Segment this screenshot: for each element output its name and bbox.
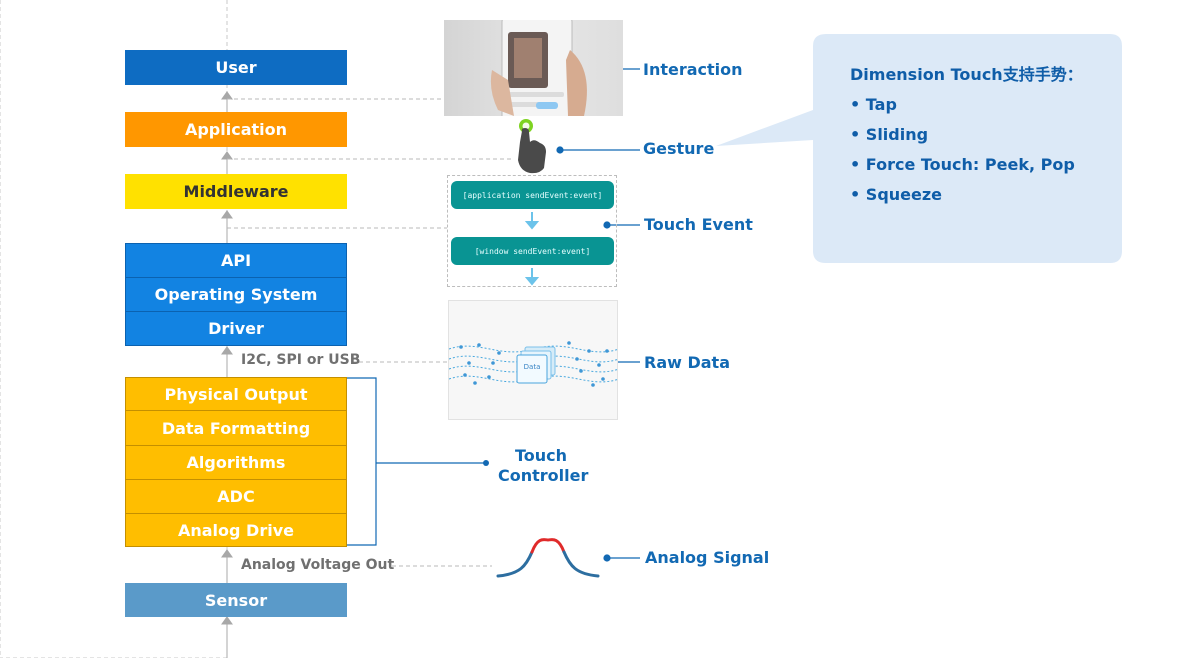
- callout-item-tap: Tap: [850, 90, 1083, 120]
- raw-data-label: Raw Data: [644, 353, 730, 372]
- stack-arrows: [221, 91, 233, 658]
- window-send-event-box: [window sendEvent:event]: [451, 237, 614, 265]
- callout-item-squeeze: Squeeze: [850, 180, 1083, 210]
- analog-voltage-out-label: Analog Voltage Out: [241, 557, 395, 573]
- raw-data-chip-label: Data: [523, 363, 541, 371]
- api-layer-label: API: [220, 251, 252, 270]
- analog-signal-curve: [496, 538, 600, 578]
- interaction-label: Interaction: [643, 60, 743, 79]
- operating-system-layer: Operating System: [125, 277, 347, 312]
- analog-drive-layer: Analog Drive: [125, 513, 347, 547]
- dashed-connectors: [227, 98, 514, 567]
- finger-touch-icon: [518, 119, 546, 174]
- operating-system-layer-label: Operating System: [154, 285, 318, 304]
- gesture-callout: Dimension Touch支持手势： Tap Sliding Force T…: [850, 60, 1083, 210]
- i2c-spi-usb-label: I2C, SPI or USB: [241, 352, 361, 368]
- data-formatting-layer-label: Data Formatting: [161, 418, 311, 438]
- algorithms-layer-label: Algorithms: [186, 453, 286, 472]
- touch-controller-label: Touch Controller: [498, 446, 589, 486]
- callout-list: Tap Sliding Force Touch: Peek, Pop Squee…: [850, 90, 1083, 210]
- api-layer: API: [125, 243, 347, 278]
- phone-illustration: [490, 20, 587, 116]
- phone-interaction-photo: [444, 20, 623, 116]
- touch-event-label: Touch Event: [644, 215, 753, 234]
- sensor-layer-label: Sensor: [204, 590, 268, 610]
- callout-title: Dimension Touch支持手势：: [850, 65, 1083, 84]
- callout-item-sliding: Sliding: [850, 120, 1083, 150]
- touch-controller-label-line2: Controller: [498, 466, 589, 485]
- physical-output-layer: Physical Output: [125, 377, 347, 411]
- application-send-event-box: [application sendEvent:event]: [451, 181, 614, 209]
- touch-controller-bracket: [347, 377, 377, 546]
- touch-event-frame: [447, 175, 617, 287]
- touch-event-arrows: [524, 212, 540, 286]
- user-layer: User: [125, 50, 347, 85]
- user-layer-label: User: [215, 58, 257, 77]
- raw-data-wave-illustration: [448, 341, 620, 387]
- driver-layer: Driver: [125, 311, 347, 346]
- middleware-layer-label: Middleware: [183, 182, 289, 201]
- algorithms-layer: Algorithms: [125, 445, 347, 480]
- callout-item-force-touch: Force Touch: Peek, Pop: [850, 150, 1083, 180]
- touch-controller-label-line1: Touch: [514, 446, 568, 465]
- sensor-layer: Sensor: [125, 583, 347, 617]
- analog-signal-label: Analog Signal: [645, 548, 770, 567]
- raw-data-card: Data: [448, 300, 620, 420]
- adc-layer-label: ADC: [217, 487, 255, 506]
- physical-output-layer-label: Physical Output: [164, 384, 308, 404]
- application-layer-label: Application: [184, 120, 288, 139]
- driver-layer-label: Driver: [208, 319, 264, 338]
- analog-drive-layer-label: Analog Drive: [177, 520, 294, 540]
- data-formatting-layer: Data Formatting: [125, 410, 347, 446]
- adc-layer: ADC: [125, 479, 347, 514]
- gesture-label: Gesture: [643, 139, 715, 158]
- middleware-layer: Middleware: [125, 174, 347, 209]
- application-layer: Application: [125, 112, 347, 147]
